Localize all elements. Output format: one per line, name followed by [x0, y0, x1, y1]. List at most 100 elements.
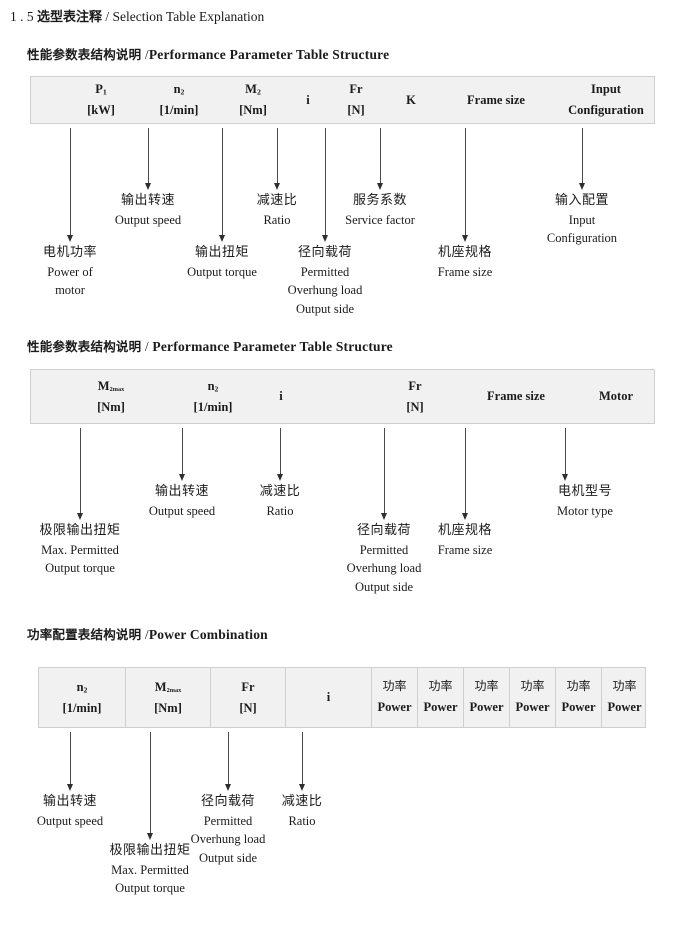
table3-col-power-4-cn: 功率: [520, 679, 545, 694]
callout-output-torque: 输出扭矩 Output torque: [187, 243, 257, 281]
section-1-heading-en: Performance Parameter Table Structure: [148, 47, 390, 62]
table1-col-input-configuration: Input Configuration: [526, 77, 686, 123]
callout-overhung-load: 径向载荷 Permitted Overhung load Output side: [288, 243, 363, 319]
table1-col-n2-unit: [1/min]: [159, 103, 199, 117]
page-title-cn: 选型表注释: [37, 10, 103, 25]
callout-service-factor: 服务系数 Service factor: [345, 191, 415, 229]
table2-col-fr: Fr [N]: [335, 370, 495, 423]
callout-ratio-cn: 减速比: [256, 193, 298, 208]
table3-col-power-3-en: Power: [469, 700, 504, 715]
table2-col-motor-label: Motor: [598, 389, 633, 404]
callout-ratio-3-en-1: Ratio: [288, 813, 316, 828]
callout-overhung-load-3-cn: 径向载荷: [200, 794, 256, 809]
table3-col-i: i: [285, 668, 371, 727]
callout-frame-size: 机座规格 Frame size: [438, 243, 493, 281]
table3-col-power-6-en: Power: [607, 700, 642, 715]
callout-max-permitted-3-cn: 极限输出扭矩: [109, 843, 191, 858]
table2-col-n2: n2 [1/min]: [133, 370, 293, 423]
callout-output-speed-2-en-1: Output speed: [148, 503, 216, 518]
table2-col-m2max-symbol: M2max: [97, 378, 125, 393]
arrow-power-of-motor: [66, 128, 75, 242]
callout-ratio-2: 减速比 Ratio: [260, 482, 301, 520]
table3-col-power-5: 功率 Power: [555, 668, 601, 727]
table3-col-power-5-cn: 功率: [566, 679, 591, 694]
table2-col-m2max: M2max [Nm]: [31, 370, 191, 423]
table2-col-i: i: [241, 370, 321, 423]
table2-col-frame-size-label: Frame size: [487, 389, 545, 404]
table3-col-n2-unit: [1/min]: [62, 700, 102, 715]
table3-col-power-5-en: Power: [561, 700, 596, 715]
table3-col-power-1-cn: 功率: [382, 679, 407, 694]
arrow-ratio: [273, 128, 282, 190]
table1-col-fr-unit: [N]: [347, 103, 365, 117]
section-3-heading-en: Power Combination: [148, 627, 268, 642]
table1-col-m2-unit: [Nm]: [239, 103, 267, 117]
arrow-service-factor: [376, 128, 385, 190]
arrow-max-permitted-output-torque: [76, 428, 85, 520]
table1-col-k-symbol: K: [406, 92, 416, 107]
table3-col-power-3: 功率 Power: [463, 668, 509, 727]
callout-motor-type-en-1: Motor type: [557, 503, 613, 518]
callout-output-torque-en-1: Output torque: [187, 264, 257, 279]
section-2-heading-separator: /: [141, 339, 153, 354]
callout-ratio-2-en-1: Ratio: [266, 503, 294, 518]
section-1-heading-separator: /: [141, 47, 149, 62]
arrow-max-permitted-output-torque-3: [146, 732, 155, 840]
arrow-motor-type: [561, 428, 570, 481]
table3-col-fr: Fr [N]: [210, 668, 285, 727]
callout-input-configuration-en-1: Input: [568, 212, 596, 227]
callout-overhung-load-cn: 径向载荷: [297, 245, 353, 260]
table1-col-p1-symbol: P1: [95, 82, 107, 97]
callout-input-configuration: 输入配置 Input Configuration: [547, 191, 617, 248]
table3-col-power-6: 功率 Power: [601, 668, 647, 727]
callout-ratio-3-cn: 减速比: [281, 794, 323, 809]
callout-max-permitted-cn: 极限输出扭矩: [39, 523, 121, 538]
table1-col-input-line1: Input: [591, 82, 621, 97]
table1-col-fr: Fr [N]: [286, 77, 426, 123]
table3-col-power-3-cn: 功率: [474, 679, 499, 694]
callout-overhung-load-en-2: Overhung load: [287, 283, 363, 298]
table3-col-power-2-cn: 功率: [428, 679, 453, 694]
arrow-overhung-load-2: [380, 428, 389, 520]
table3-col-fr-unit: [N]: [239, 700, 257, 715]
callout-overhung-load-en-1: Permitted: [300, 264, 350, 279]
table2-col-fr-symbol: Fr: [408, 378, 422, 393]
table2-col-motor: Motor: [536, 370, 695, 423]
page-title-en: Selection Table Explanation: [112, 9, 265, 24]
callout-service-factor-en-1: Service factor: [345, 212, 415, 227]
arrow-output-speed: [144, 128, 153, 190]
callout-overhung-load-2-cn: 径向载荷: [356, 523, 412, 538]
table2-col-n2-unit: [1/min]: [193, 399, 233, 414]
callout-overhung-load-2-en-2: Overhung load: [346, 561, 422, 576]
callout-output-speed-2-cn: 输出转速: [154, 484, 209, 499]
arrow-output-speed-2: [178, 428, 187, 481]
callout-frame-size-2-cn: 机座规格: [437, 523, 492, 538]
arrow-frame-size: [461, 128, 470, 242]
table1-col-i-symbol: i: [306, 92, 310, 107]
table3-col-m2max: M2max [Nm]: [125, 668, 210, 727]
table1-col-m2: M2 [Nm]: [183, 77, 323, 123]
table2-col-i-symbol: i: [279, 389, 283, 404]
table3-col-i-symbol: i: [326, 690, 331, 705]
callout-output-speed-3: 输出转速 Output speed: [37, 792, 103, 830]
callout-overhung-load-3-en-2: Overhung load: [190, 832, 266, 847]
table1-col-fr-symbol: Fr: [349, 82, 363, 97]
callout-overhung-load-3-en-3: Output side: [199, 851, 257, 865]
callout-power-of-motor-en-1: Power of: [47, 264, 93, 279]
table3-col-power-1: 功率 Power: [371, 668, 417, 727]
callout-motor-type-cn: 电机型号: [557, 484, 612, 499]
table1-col-n2-symbol: n2: [173, 82, 185, 97]
table1-col-k: K: [371, 77, 451, 123]
table1-col-m2-symbol: M2: [245, 82, 261, 97]
arrow-ratio-3: [298, 732, 307, 791]
callout-ratio: 减速比 Ratio: [257, 191, 298, 229]
table3-col-n2-symbol: n2: [76, 679, 88, 695]
section-1-heading: 性能参数表结构说明 /Performance Parameter Table S…: [27, 44, 389, 63]
callout-power-of-motor: 电机功率 Power of motor: [43, 243, 97, 300]
section-2-heading: 性能参数表结构说明 / Performance Parameter Table …: [27, 336, 393, 355]
table1-col-frame-size-label: Frame size: [467, 92, 525, 107]
section-3-heading-separator: /: [141, 627, 149, 642]
table3-col-m2max-symbol: M2max: [154, 679, 182, 694]
table2-col-fr-unit: [N]: [406, 399, 424, 414]
arrow-ratio-2: [276, 428, 285, 481]
